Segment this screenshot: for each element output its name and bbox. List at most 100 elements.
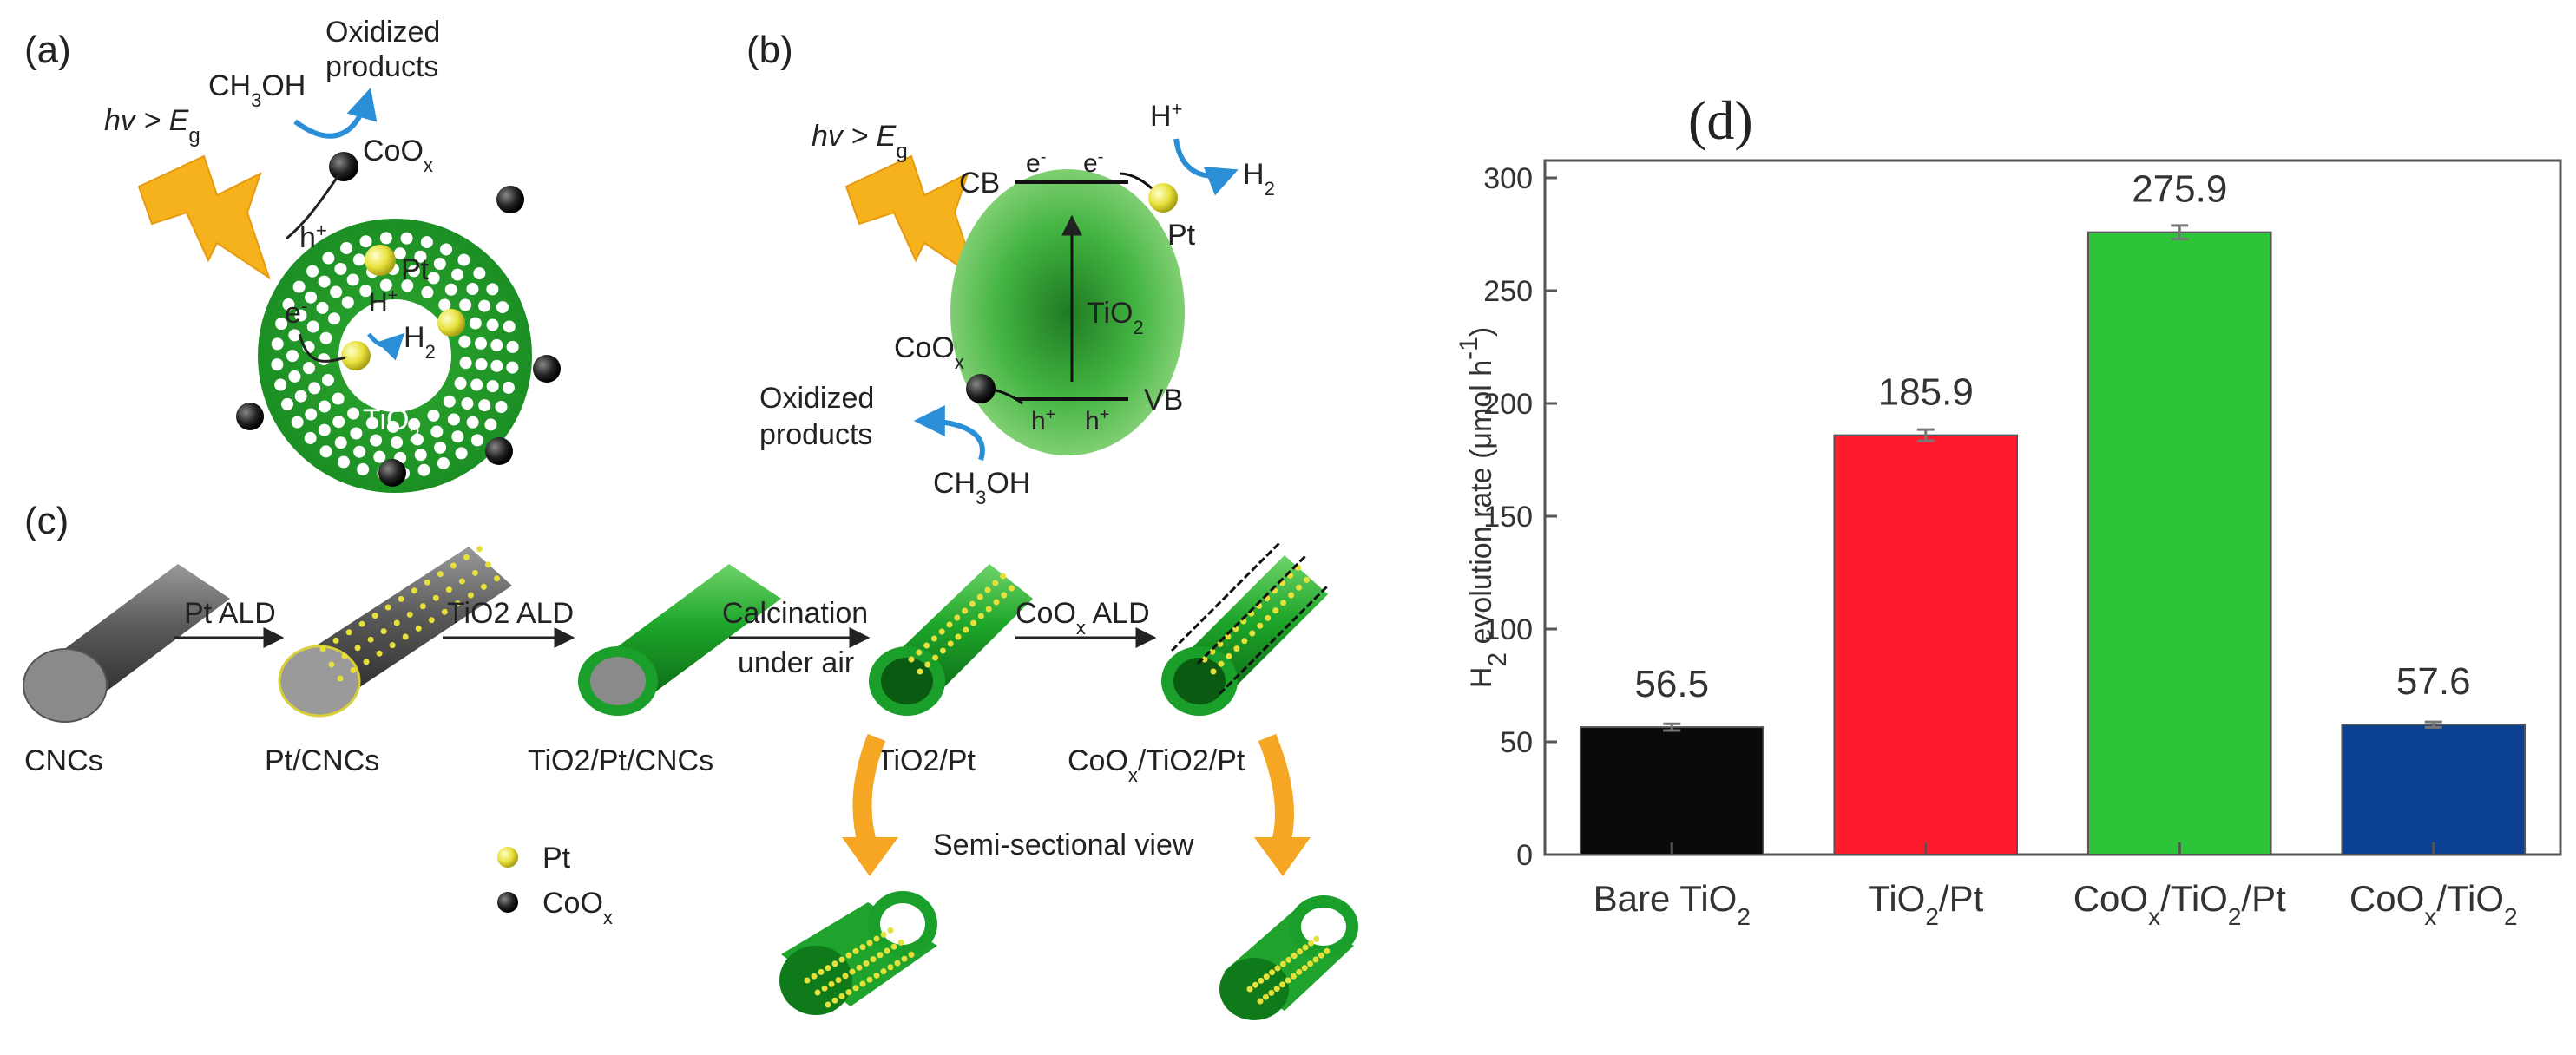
pore <box>421 286 434 299</box>
particle-dot <box>938 628 945 635</box>
particle-dot <box>845 952 852 959</box>
particle-dot <box>821 985 828 992</box>
particle-dot <box>354 645 361 652</box>
value-label: 275.9 <box>2132 168 2227 211</box>
panel-b-label: (b) <box>746 29 793 71</box>
particle-dot <box>476 546 483 553</box>
particle-dot <box>870 956 877 963</box>
coox-tio2-pt-section <box>1219 895 1358 1020</box>
coox-spike <box>1232 673 1240 681</box>
particle-dot <box>856 964 863 971</box>
panel-a: (a) hv > Eg h+ e- Pt H+ H2 TiO2 CoOx CH3… <box>24 16 561 493</box>
particle-dot <box>367 636 374 643</box>
particle-dot <box>838 993 845 999</box>
particle-dot <box>825 1001 831 1008</box>
pore <box>275 318 288 331</box>
svg-text:CB: CB <box>959 167 1000 200</box>
coox-spike <box>1178 637 1186 645</box>
coox-spike <box>1284 570 1291 578</box>
particle-dot <box>1302 944 1309 951</box>
coox-spike <box>1262 644 1270 652</box>
svg-text:VB: VB <box>1144 383 1183 416</box>
coox-spike <box>1265 549 1273 557</box>
pore <box>379 232 392 245</box>
pore <box>271 358 284 371</box>
pore <box>294 309 307 322</box>
coox-spike <box>1170 644 1179 652</box>
bar <box>1833 434 2019 855</box>
particle-dot <box>1257 622 1264 629</box>
coox-spike <box>1258 557 1265 565</box>
coox-spike <box>1247 606 1255 614</box>
particle-dot <box>1218 660 1225 667</box>
particle-dot <box>1233 645 1240 652</box>
particle-dot <box>804 977 811 984</box>
svg-text:Oxidized: Oxidized <box>325 16 440 49</box>
y-tick-label: 100 <box>1483 613 1533 646</box>
panel-a-label: (a) <box>24 29 71 71</box>
particle-dot <box>467 592 474 599</box>
oxidation-arrow <box>913 405 985 461</box>
lightning-icon <box>844 154 978 280</box>
pore <box>359 285 372 298</box>
oxidation-arrow <box>293 88 378 139</box>
pore <box>417 463 430 476</box>
particle-dot <box>963 626 969 633</box>
pore <box>430 425 444 438</box>
pore <box>506 340 519 353</box>
pore <box>332 392 345 405</box>
svg-text:h+: h+ <box>1031 405 1055 436</box>
pt-particle <box>365 245 396 276</box>
pore <box>347 407 360 420</box>
coox-spike <box>1243 571 1252 580</box>
process-arrow-2: TiO2 ALD <box>443 597 575 648</box>
svg-text:hv > Eg: hv > Eg <box>812 120 908 163</box>
pore <box>469 317 482 330</box>
coox-spike <box>1298 555 1306 563</box>
pore <box>407 265 420 278</box>
pore <box>470 434 483 447</box>
coox-spike <box>1255 599 1263 606</box>
particle-dot <box>887 964 894 971</box>
particle-dot <box>1304 576 1311 583</box>
particle-dot <box>838 956 845 963</box>
pore <box>458 335 471 348</box>
process-arrow-1: Pt ALD <box>174 597 285 648</box>
x-tick-label: CoOx/TiO2 <box>2349 878 2518 930</box>
coox-spike <box>1229 586 1237 593</box>
particle-dot <box>454 600 461 607</box>
particle-dot <box>415 625 422 632</box>
particle-dot <box>1249 630 1256 637</box>
pore <box>359 235 372 248</box>
pore <box>455 447 468 460</box>
particle-dot <box>1262 993 1269 1000</box>
tio2-pt-tube <box>869 564 1033 716</box>
svg-text:Pt ALD: Pt ALD <box>184 597 276 630</box>
orange-arrow <box>852 733 886 849</box>
particle-dot <box>993 599 1000 606</box>
pore <box>330 285 343 298</box>
particle-dot <box>437 571 444 578</box>
coox-spike <box>1240 665 1248 673</box>
particle-dot <box>859 980 866 987</box>
particle-dot <box>814 989 821 996</box>
pore <box>288 370 301 383</box>
svg-text:CoOx: CoOx <box>894 331 964 373</box>
pore <box>444 283 457 296</box>
pore <box>350 427 363 440</box>
bar <box>2086 231 2272 856</box>
coox-spike <box>1221 593 1229 601</box>
particle-dot <box>962 607 969 614</box>
particle-dot <box>1241 638 1248 645</box>
tio2-particle <box>950 169 1185 455</box>
pore <box>282 298 295 311</box>
y-tick-label: 150 <box>1483 501 1533 534</box>
h2-arrow <box>1173 138 1239 196</box>
particle-dot <box>1226 652 1232 659</box>
pore <box>305 408 318 421</box>
particle-dot <box>1009 585 1015 592</box>
particle-dot <box>1285 956 1292 963</box>
panel-b: (b) hv > Eg CB VB TiO2 e- e- h+ h+ Pt H+… <box>746 29 1275 508</box>
